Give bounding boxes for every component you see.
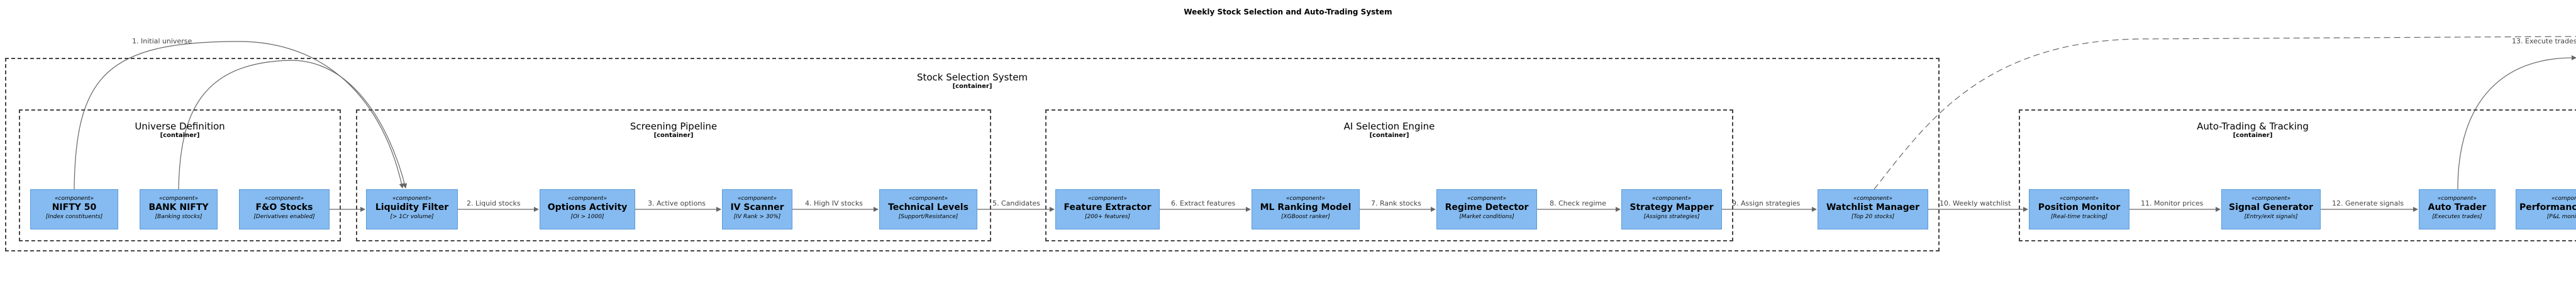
component-desc: [Banking stocks]	[155, 214, 203, 220]
component-desc: [P&L monitoring]	[2546, 214, 2576, 220]
stereotype: «component»	[908, 196, 948, 202]
component-name: ML Ranking Model	[1260, 202, 1352, 212]
component-desc: [XGBoost ranker]	[1281, 214, 1330, 220]
edge-initial-universe-banknifty	[178, 60, 408, 190]
boundary-type: [container]	[653, 132, 694, 139]
boundary-title: AI Selection Engine	[1343, 121, 1435, 132]
component-name: Options Activity	[547, 202, 628, 212]
boundary-type: [container]	[2233, 132, 2273, 139]
component-performance-tracker[interactable]: «component» Performance Tracker [P&L mon…	[2516, 189, 2576, 229]
component-iv-scanner[interactable]: «component» IV Scanner [IV Rank > 30%]	[722, 189, 792, 229]
component-strategy-mapper[interactable]: «component» Strategy Mapper [Assigns str…	[1621, 189, 1722, 229]
component-desc: [Assigns strategies]	[1643, 214, 1700, 220]
stereotype: «component»	[2251, 196, 2291, 202]
relation-label: 11. Monitor prices	[2141, 199, 2204, 207]
stereotype: «component»	[392, 196, 432, 202]
component-desc: [Support/Resistance]	[898, 214, 958, 220]
component-name: Auto Trader	[2428, 202, 2487, 212]
relation-label: 7. Rank stocks	[1371, 199, 1421, 207]
component-name: Signal Generator	[2228, 202, 2313, 212]
stereotype: «component»	[2059, 196, 2099, 202]
boundary-screening-pipeline: Screening Pipeline [container]	[356, 109, 991, 241]
boundary-stock-selection-system: Stock Selection System [container]	[5, 58, 1940, 251]
relation-label: 6. Extract features	[1171, 199, 1236, 207]
boundary-title: Auto-Trading & Tracking	[2197, 121, 2309, 132]
component-desc: [OI > 1000]	[570, 214, 604, 220]
boundary-title: Screening Pipeline	[630, 121, 718, 132]
relation-label: 2. Liquid stocks	[467, 199, 521, 207]
component-name: IV Scanner	[730, 202, 784, 212]
component-name: F&O Stocks	[255, 202, 313, 212]
boundary-title: Universe Definition	[135, 121, 225, 132]
component-feature-extractor[interactable]: «component» Feature Extractor [200+ feat…	[1055, 189, 1160, 229]
component-fno-stocks[interactable]: «component» F&O Stocks [Derivatives enab…	[239, 189, 330, 229]
component-name: Feature Extractor	[1063, 202, 1152, 212]
relation-label: 3. Active options	[648, 199, 706, 207]
edge-initial-universe-nifty	[74, 41, 404, 190]
component-name: Strategy Mapper	[1629, 202, 1714, 212]
diagram-title: Weekly Stock Selection and Auto-Trading …	[1184, 8, 1392, 16]
component-options-activity[interactable]: «component» Options Activity [OI > 1000]	[540, 189, 635, 229]
component-desc: [Derivatives enabled]	[253, 214, 315, 220]
component-nifty-50[interactable]: «component» NIFTY 50 [Index constituents…	[30, 189, 118, 229]
boundary-ai-selection-engine: AI Selection Engine [container]	[1045, 109, 1733, 241]
component-name: Position Monitor	[2038, 202, 2121, 212]
component-desc: [Real-time tracking]	[2050, 214, 2108, 220]
component-ml-ranking-model[interactable]: «component» ML Ranking Model [XGBoost ra…	[1252, 189, 1360, 229]
component-position-monitor[interactable]: «component» Position Monitor [Real-time …	[2029, 189, 2129, 229]
boundary-universe-definition: Universe Definition [container]	[19, 109, 341, 241]
edge-watchlist-to-trader	[1874, 36, 2576, 190]
component-desc: [Index constituents]	[45, 214, 103, 220]
stereotype: «component»	[264, 196, 304, 202]
stereotype: «component»	[54, 196, 94, 202]
component-liquidity-filter[interactable]: «component» Liquidity Filter [> 1Cr volu…	[366, 189, 458, 229]
component-name: BANK NIFTY	[148, 202, 209, 212]
component-bank-nifty[interactable]: «component» BANK NIFTY [Banking stocks]	[140, 189, 218, 229]
boundary-type: [container]	[160, 132, 200, 139]
component-name: Regime Detector	[1445, 202, 1529, 212]
component-regime-detector[interactable]: «component» Regime Detector [Market cond…	[1436, 189, 1537, 229]
stereotype: «component»	[1853, 196, 1893, 202]
boundary-auto-trading-tracking: Auto-Trading & Tracking [container]	[2019, 109, 2576, 241]
stereotype: «component»	[567, 196, 608, 202]
component-auto-trader[interactable]: «component» Auto Trader [Executes trades…	[2419, 189, 2496, 229]
relation-label: 13. Execute trades	[2512, 37, 2576, 45]
component-desc: [Market conditions]	[1459, 214, 1514, 220]
relation-label: 9. Assign strategies	[1732, 199, 1801, 207]
boundary-title: Stock Selection System	[916, 72, 1028, 83]
boundary-type: [container]	[952, 83, 992, 90]
stereotype: «component»	[1652, 196, 1692, 202]
stereotype: «component»	[2551, 196, 2576, 202]
component-name: Watchlist Manager	[1826, 202, 1920, 212]
component-desc: [Top 20 stocks]	[1851, 214, 1895, 220]
relation-label: 4. High IV stocks	[805, 199, 863, 207]
component-desc: [> 1Cr volume]	[390, 214, 434, 220]
component-name: Technical Levels	[888, 202, 969, 212]
stereotype: «component»	[1285, 196, 1326, 202]
component-name: Liquidity Filter	[375, 202, 449, 212]
component-desc: [IV Rank > 30%]	[733, 214, 781, 220]
stereotype: «component»	[2437, 196, 2477, 202]
component-desc: [200+ features]	[1085, 214, 1130, 220]
relation-label: 12. Generate signals	[2332, 199, 2404, 207]
relation-label: 5. Candidates	[992, 199, 1040, 207]
component-watchlist-manager[interactable]: «component» Watchlist Manager [Top 20 st…	[1818, 189, 1928, 229]
relation-label: 10. Weekly watchlist	[1940, 199, 2011, 207]
boundary-type: [container]	[1369, 132, 1409, 139]
component-desc: [Entry/exit signals]	[2244, 214, 2298, 220]
relation-label: 1. Initial universe	[132, 37, 192, 45]
component-desc: [Executes trades]	[2432, 214, 2482, 220]
edge-execute-trades	[2457, 55, 2576, 190]
component-name: NIFTY 50	[52, 202, 97, 212]
component-name: Performance Tracker	[2519, 202, 2576, 212]
stereotype: «component»	[737, 196, 777, 202]
stereotype: «component»	[1087, 196, 1128, 202]
stereotype: «component»	[1467, 196, 1507, 202]
component-technical-levels[interactable]: «component» Technical Levels [Support/Re…	[879, 189, 977, 229]
stereotype: «component»	[158, 196, 199, 202]
component-signal-generator[interactable]: «component» Signal Generator [Entry/exit…	[2221, 189, 2321, 229]
relation-label: 8. Check regime	[1550, 199, 1606, 207]
